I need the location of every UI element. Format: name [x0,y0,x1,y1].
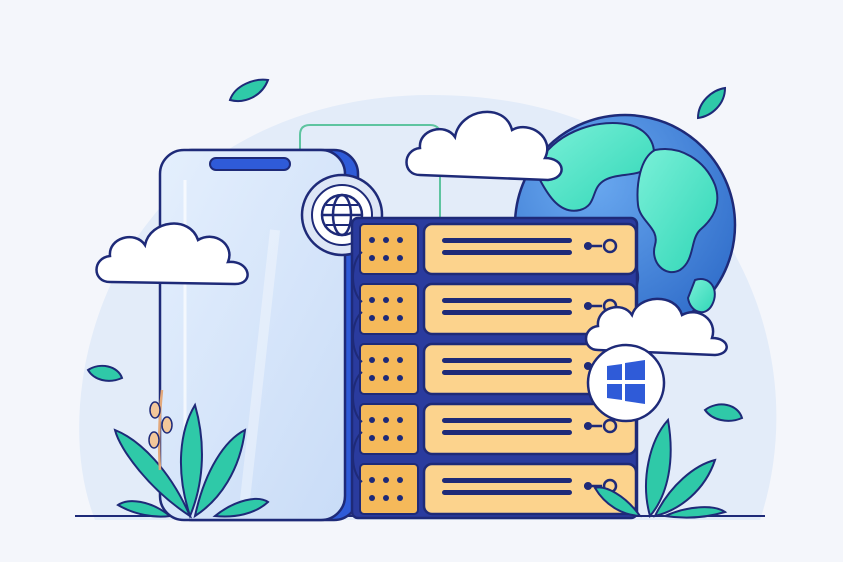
leaf-icon [703,403,744,422]
server-unit [359,282,638,336]
cable [352,431,363,483]
cloud-icon [95,222,249,286]
server-unit [359,402,638,456]
server-unit [359,462,638,516]
cable [352,251,363,303]
server-unit [359,342,638,396]
phone-notch [209,157,291,171]
cloud-icon [584,297,728,357]
plant-icon [113,389,270,519]
leaf-icon [696,86,727,120]
cloud-icon [405,110,563,182]
leaf-icon [228,78,270,102]
cable [352,371,363,423]
server-unit [359,222,638,276]
plant-icon [593,417,728,519]
leaf-icon [86,364,124,382]
windows-logo-icon [586,343,666,423]
cable [352,311,363,363]
